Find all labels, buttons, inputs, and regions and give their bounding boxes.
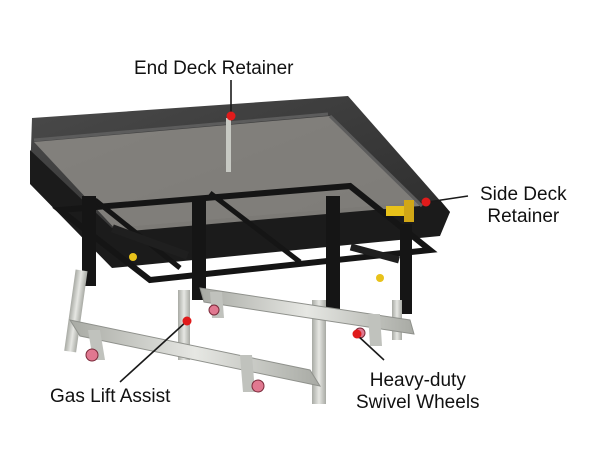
- label-swivel-wheels: Heavy-duty Swivel Wheels: [356, 370, 480, 414]
- aluminum-dollies: [68, 287, 415, 392]
- callout-markers: [182, 111, 431, 339]
- label-line: End Deck Retainer: [134, 58, 294, 79]
- label-end-deck-retainer: End Deck Retainer: [134, 58, 293, 80]
- label-line: Retainer: [487, 206, 560, 227]
- label-line: Heavy-duty: [369, 370, 466, 391]
- side-fittings: [386, 200, 414, 222]
- label-line: Swivel Wheels: [356, 392, 480, 413]
- label-side-deck-retainer: Side Deck Retainer: [480, 184, 567, 228]
- leader-side-deck: [427, 195, 469, 203]
- label-line: Gas Lift Assist: [50, 386, 171, 407]
- marker-gas-lift: [182, 316, 192, 326]
- marker-swivel-wheels: [352, 329, 362, 339]
- marker-end-deck: [226, 111, 236, 121]
- label-line: Side Deck: [480, 184, 567, 205]
- undercarriage-frame: [52, 182, 438, 284]
- end-deck-retainer-part: [226, 118, 231, 172]
- label-gas-lift-assist: Gas Lift Assist: [50, 386, 170, 408]
- marker-side-deck: [421, 197, 431, 207]
- legs: [64, 196, 412, 404]
- leader-lines: [119, 80, 469, 383]
- leader-gas-lift: [119, 320, 188, 383]
- gas-lift-cylinders: [111, 224, 400, 282]
- leader-swivel-wheels: [356, 334, 385, 361]
